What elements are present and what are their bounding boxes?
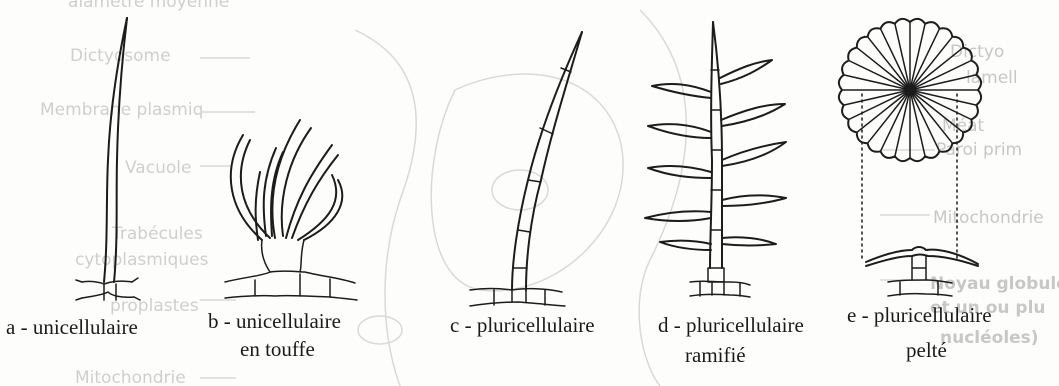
peltate-disc-septum [914,75,976,89]
caption-a: a - unicellulaire [6,317,138,338]
trichome-e-peltate[interactable] [839,19,981,296]
trichome-a-unicellular [76,18,140,300]
peltate-disc-septum [844,91,906,105]
caption-c: c - pluricellulaire [450,315,595,336]
peltate-disc-septum [911,94,925,156]
caption-d-line2: ramifié [685,345,746,366]
caption-b-line2: en touffe [240,339,315,360]
caption-e-line2: pelté [906,340,947,361]
peltate-disc-septum [895,94,909,156]
peltate-disc-septum [844,75,906,89]
peltate-disc-septum [911,24,925,86]
trichome-c-pluricellular [470,32,582,306]
peltate-disc-septum [914,91,976,105]
caption-d: d - pluricellulaire [658,315,804,336]
peltate-disc-septum [895,24,909,86]
trichome-d-branched [645,22,786,297]
caption-e: e - pluricellulaire [847,305,992,326]
caption-b: b - unicellulaire [208,311,341,332]
peltate-disc-center [906,86,914,94]
peltate-disc [839,19,981,161]
trichome-b-tuft [225,120,357,300]
